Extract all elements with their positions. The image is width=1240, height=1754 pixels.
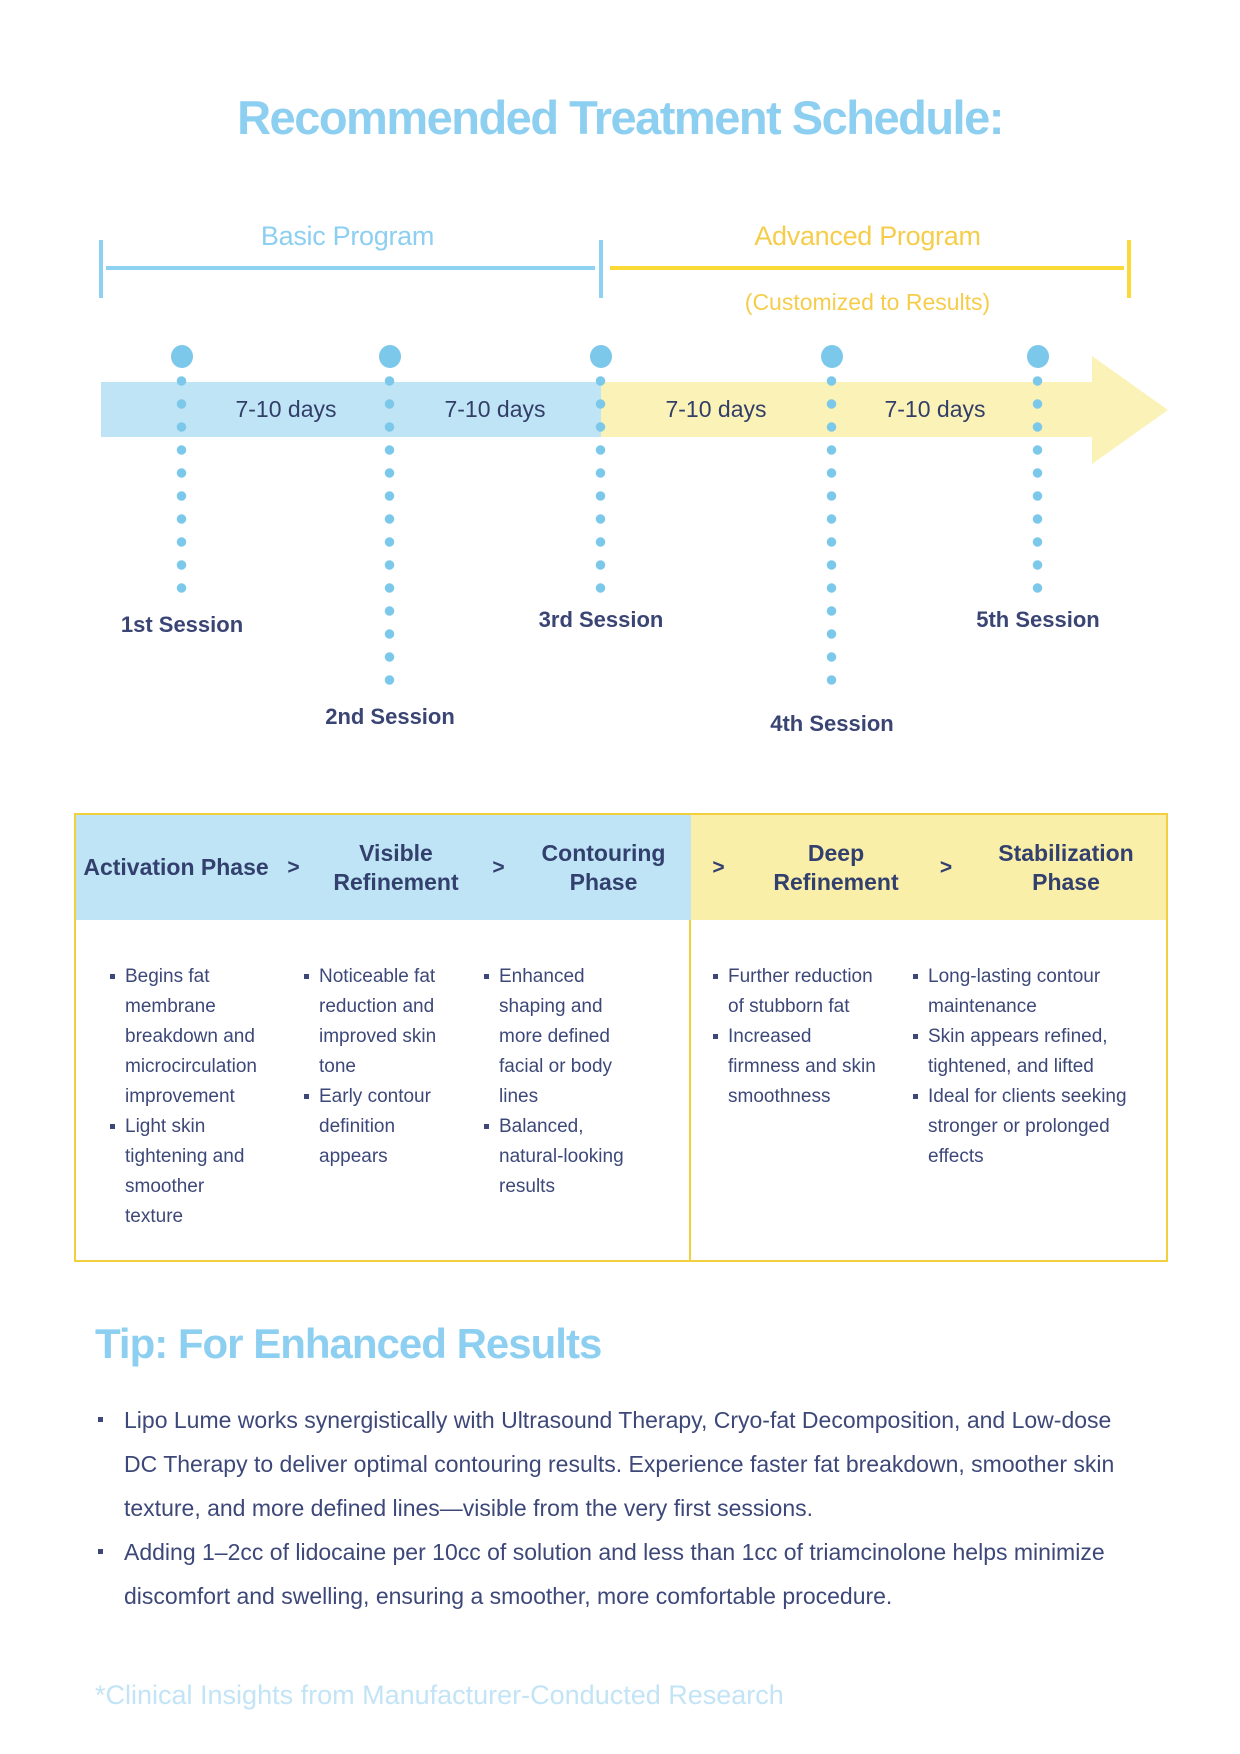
- session-dotted-line: [826, 375, 837, 692]
- bullet-item: Skin appears refined, tightened, and lif…: [911, 1022, 1136, 1082]
- bullet-item: Further reduction of stubborn fat: [711, 962, 883, 1022]
- phase-table: Activation Phase > Visible Refinement > …: [74, 813, 1168, 1262]
- bullet-item: Light skin tightening and smoother textu…: [108, 1112, 266, 1232]
- session-label-5: 5th Session: [976, 607, 1100, 632]
- phase-header-deep-refinement: Deep Refinement: [773, 839, 899, 895]
- session-dotted-line: [1032, 375, 1043, 596]
- phase-header-basic-section: Activation Phase > Visible Refinement > …: [76, 815, 691, 920]
- phase-table-header: Activation Phase > Visible Refinement > …: [76, 815, 1166, 920]
- chevron-right-icon: >: [287, 855, 300, 879]
- session-dotted-line: [176, 375, 187, 596]
- bullet-item: Balanced, natural-looking results: [482, 1112, 636, 1202]
- phase-bullets-activation: Begins fat membrane breakdown and microc…: [76, 962, 270, 1260]
- bullet-item: Noticeable fat reduction and improved sk…: [302, 962, 450, 1082]
- phase-header-advanced-section: > Deep Refinement > Stabilization Phase: [691, 815, 1166, 920]
- session-label-2: 2nd Session: [325, 704, 455, 729]
- phase-header-visible-refinement: Visible Refinement: [333, 839, 459, 895]
- bullet-item: Enhanced shaping and more defined facial…: [482, 962, 636, 1112]
- timeline-arrowhead-icon: [1092, 356, 1168, 464]
- session-label-1: 1st Session: [120, 612, 244, 637]
- bracket-tick-right: [1127, 240, 1131, 298]
- basic-program-bracket-line: [106, 266, 595, 270]
- tip-bullet-lidocaine: Adding 1–2cc of lidocaine per 10cc of so…: [95, 1530, 1150, 1618]
- timeline-bar-advanced: [601, 382, 1092, 437]
- session-dot-icon: [1027, 345, 1049, 368]
- table-section-divider: [689, 920, 691, 1260]
- session-dotted-line: [595, 375, 606, 596]
- advanced-program-note: (Customized to Results): [744, 289, 991, 315]
- chevron-right-icon: >: [712, 855, 725, 879]
- bullet-item: Increased firmness and skin smoothness: [711, 1022, 883, 1112]
- bracket-tick-left: [99, 240, 103, 298]
- chevron-right-icon: >: [492, 855, 505, 879]
- interval-label: 7-10 days: [884, 396, 986, 422]
- interval-label: 7-10 days: [444, 396, 546, 422]
- bullet-item: Long-lasting contour maintenance: [911, 962, 1136, 1022]
- phase-bullets-deep-refinement: Further reduction of stubborn fat Increa…: [691, 962, 883, 1260]
- session-label-4: 4th Session: [770, 711, 894, 736]
- basic-program-label: Basic Program: [260, 221, 435, 251]
- tip-list: Lipo Lume works synergistically with Ult…: [95, 1398, 1150, 1618]
- session-dot-icon: [171, 345, 193, 368]
- session-dotted-line: [384, 375, 395, 692]
- phase-header-activation: Activation Phase: [83, 854, 269, 880]
- bullet-item: Begins fat membrane breakdown and microc…: [108, 962, 266, 1112]
- interval-label: 7-10 days: [235, 396, 337, 422]
- chevron-right-icon: >: [939, 855, 953, 879]
- session-dot-icon: [379, 345, 401, 368]
- footer-disclaimer: *Clinical Insights from Manufacturer-Con…: [95, 1680, 784, 1710]
- bracket-tick-middle: [599, 240, 603, 298]
- session-dot-icon: [821, 345, 843, 368]
- phase-header-contouring: Contouring Phase: [541, 839, 666, 895]
- phase-bullets-visible-refinement: Noticeable fat reduction and improved sk…: [270, 962, 450, 1260]
- session-dot-icon: [590, 345, 612, 368]
- bullet-item: Early contour definition appears: [302, 1082, 450, 1172]
- tip-bullet-synergy: Lipo Lume works synergistically with Ult…: [95, 1398, 1150, 1530]
- phase-bullets-stabilization: Long-lasting contour maintenance Skin ap…: [883, 962, 1166, 1260]
- interval-label: 7-10 days: [665, 396, 767, 422]
- bullet-item: Ideal for clients seeking stronger or pr…: [911, 1082, 1136, 1172]
- phase-header-stabilization: Stabilization Phase: [998, 839, 1134, 895]
- page-title: Recommended Treatment Schedule:: [237, 91, 1004, 144]
- phase-table-body: Begins fat membrane breakdown and microc…: [76, 920, 1166, 1260]
- advanced-program-bracket-line: [610, 266, 1124, 270]
- tip-heading: Tip: For Enhanced Results: [95, 1320, 602, 1367]
- advanced-program-label: Advanced Program: [754, 221, 981, 251]
- session-label-3: 3rd Session: [538, 607, 664, 632]
- phase-bullets-contouring: Enhanced shaping and more defined facial…: [450, 962, 691, 1260]
